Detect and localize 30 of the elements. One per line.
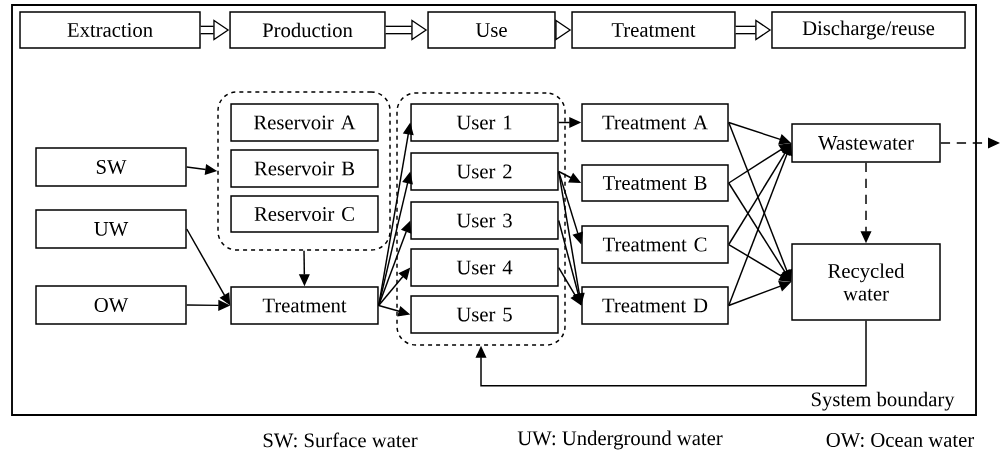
legend-text: OW: Ocean water xyxy=(826,433,974,447)
process-box: Reservoir B xyxy=(230,149,379,188)
group-box xyxy=(396,92,566,346)
process-box: User 4 xyxy=(410,248,559,287)
arrow xyxy=(475,320,867,387)
process-box: Wastewater xyxy=(791,123,941,163)
process-box: User 3 xyxy=(410,201,559,240)
process-box: User 5 xyxy=(410,295,559,334)
legend-text: UW: Underground water xyxy=(517,430,723,450)
process-box: Use xyxy=(427,11,556,49)
process-box: Treatment D xyxy=(581,286,729,325)
process-box: Treatment xyxy=(230,286,379,325)
arrow xyxy=(728,143,793,307)
process-box: User 2 xyxy=(410,152,559,191)
process-box: User 1 xyxy=(410,103,559,142)
process-box: Treatment xyxy=(571,11,736,49)
process-box: OW xyxy=(35,285,187,325)
process-box: Treatment B xyxy=(581,164,729,202)
legend-text: SW: Surface water xyxy=(263,432,418,448)
process-box: SW xyxy=(35,147,187,187)
process-box: UW xyxy=(35,209,187,249)
process-box: Recycled water xyxy=(791,243,941,321)
process-box: Reservoir A xyxy=(230,103,379,142)
process-box: Treatment C xyxy=(581,225,729,264)
process-box: Production xyxy=(229,11,386,49)
process-box: Reservoir C xyxy=(230,195,379,233)
process-box: Discharge/reuse xyxy=(771,11,966,49)
group-box xyxy=(217,91,391,251)
process-box: Treatment A xyxy=(581,103,729,142)
process-box: Extraction xyxy=(19,11,201,49)
